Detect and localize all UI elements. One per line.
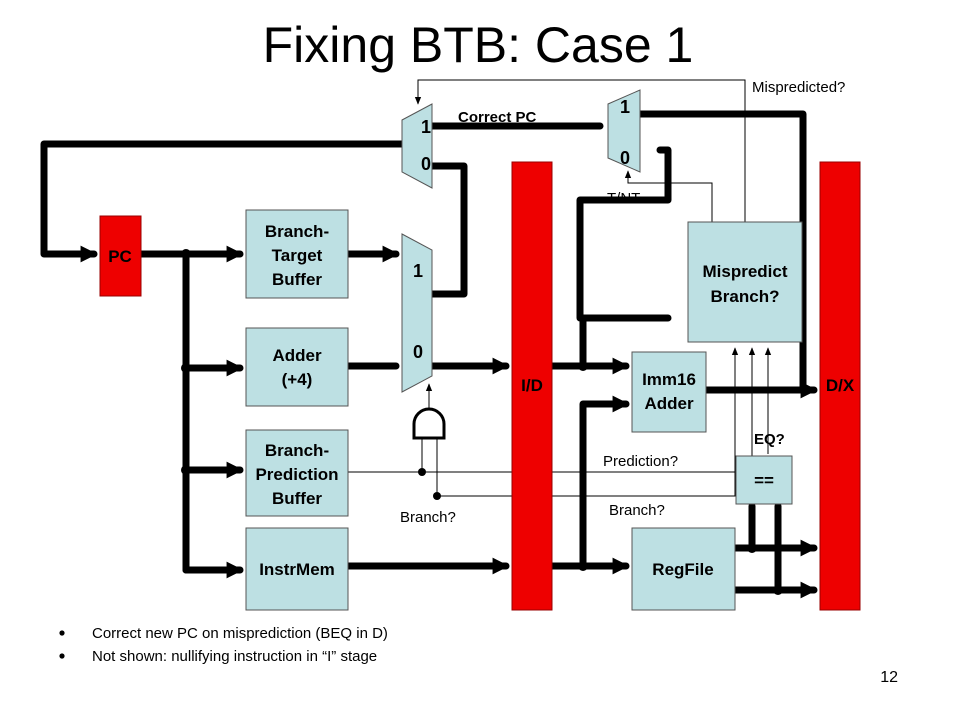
bpb-line-3: Buffer [272, 489, 322, 508]
mux-right-top: 1 0 [607, 89, 641, 173]
branch-label-left: Branch? [400, 509, 456, 526]
page-number: 12 [880, 669, 898, 686]
mux-middle-in-1: 1 [413, 261, 423, 281]
btb-line-3: Buffer [272, 270, 322, 289]
mux-right-top-in-1: 1 [620, 97, 630, 117]
prediction-label: Prediction? [603, 453, 678, 470]
bullet-1: Correct new PC on misprediction (BEQ in … [92, 625, 388, 642]
branch-prediction-buffer: Branch- Prediction Buffer [245, 429, 349, 517]
regfile-label: RegFile [652, 560, 713, 579]
instruction-memory: InstrMem [245, 527, 349, 611]
correct-pc-label: Correct PC [458, 109, 537, 126]
imm16-adder: Imm16 Adder [631, 351, 707, 433]
pc-adder: Adder (+4) [245, 327, 349, 407]
imm16-line-1: Imm16 [642, 370, 696, 389]
adder-line-1: Adder [272, 346, 322, 365]
bpb-line-1: Branch- [265, 441, 329, 460]
mux-left-top: 1 0 [401, 103, 433, 189]
mispredict-line-2: Branch? [711, 287, 780, 306]
register-file: RegFile [631, 527, 736, 611]
branch-label-right: Branch? [609, 502, 665, 519]
dx-label: D/X [826, 376, 855, 395]
branch-target-buffer: Branch- Target Buffer [245, 209, 349, 299]
junction-dots [181, 249, 783, 595]
mux-middle: 1 0 [401, 233, 433, 393]
mux-left-top-in-1: 1 [421, 117, 431, 137]
bpb-line-2: Prediction [255, 465, 338, 484]
mispredicted-label: Mispredicted? [752, 79, 845, 96]
dx-pipeline-register: D/X [819, 161, 861, 611]
equality-comparator: == [735, 455, 793, 505]
pc-register: PC [99, 215, 142, 297]
bullet-2: Not shown: nullifying instruction in “I”… [92, 648, 377, 665]
mispredict-branch-unit: Mispredict Branch? [687, 221, 803, 343]
instrmem-label: InstrMem [259, 560, 335, 579]
btb-line-2: Target [272, 246, 323, 265]
btb-line-1: Branch- [265, 222, 329, 241]
imm16-line-2: Adder [644, 394, 694, 413]
mux-middle-in-0: 0 [413, 342, 423, 362]
eq-unit-label: == [754, 471, 774, 490]
thick-wires [40, 110, 818, 599]
tnt-label: T/NT [607, 190, 640, 207]
pc-label: PC [108, 247, 132, 266]
id-label: I/D [521, 376, 543, 395]
id-pipeline-register: I/D [511, 161, 553, 611]
mux-left-top-in-0: 0 [421, 154, 431, 174]
mispredict-line-1: Mispredict [702, 262, 787, 281]
adder-line-2: (+4) [282, 370, 313, 389]
and-gate [412, 407, 446, 440]
bullet-list: Correct new PC on misprediction (BEQ in … [59, 625, 388, 665]
eq-label: EQ? [754, 431, 785, 448]
slide-title: Fixing BTB: Case 1 [263, 17, 694, 73]
mux-right-top-in-0: 0 [620, 148, 630, 168]
